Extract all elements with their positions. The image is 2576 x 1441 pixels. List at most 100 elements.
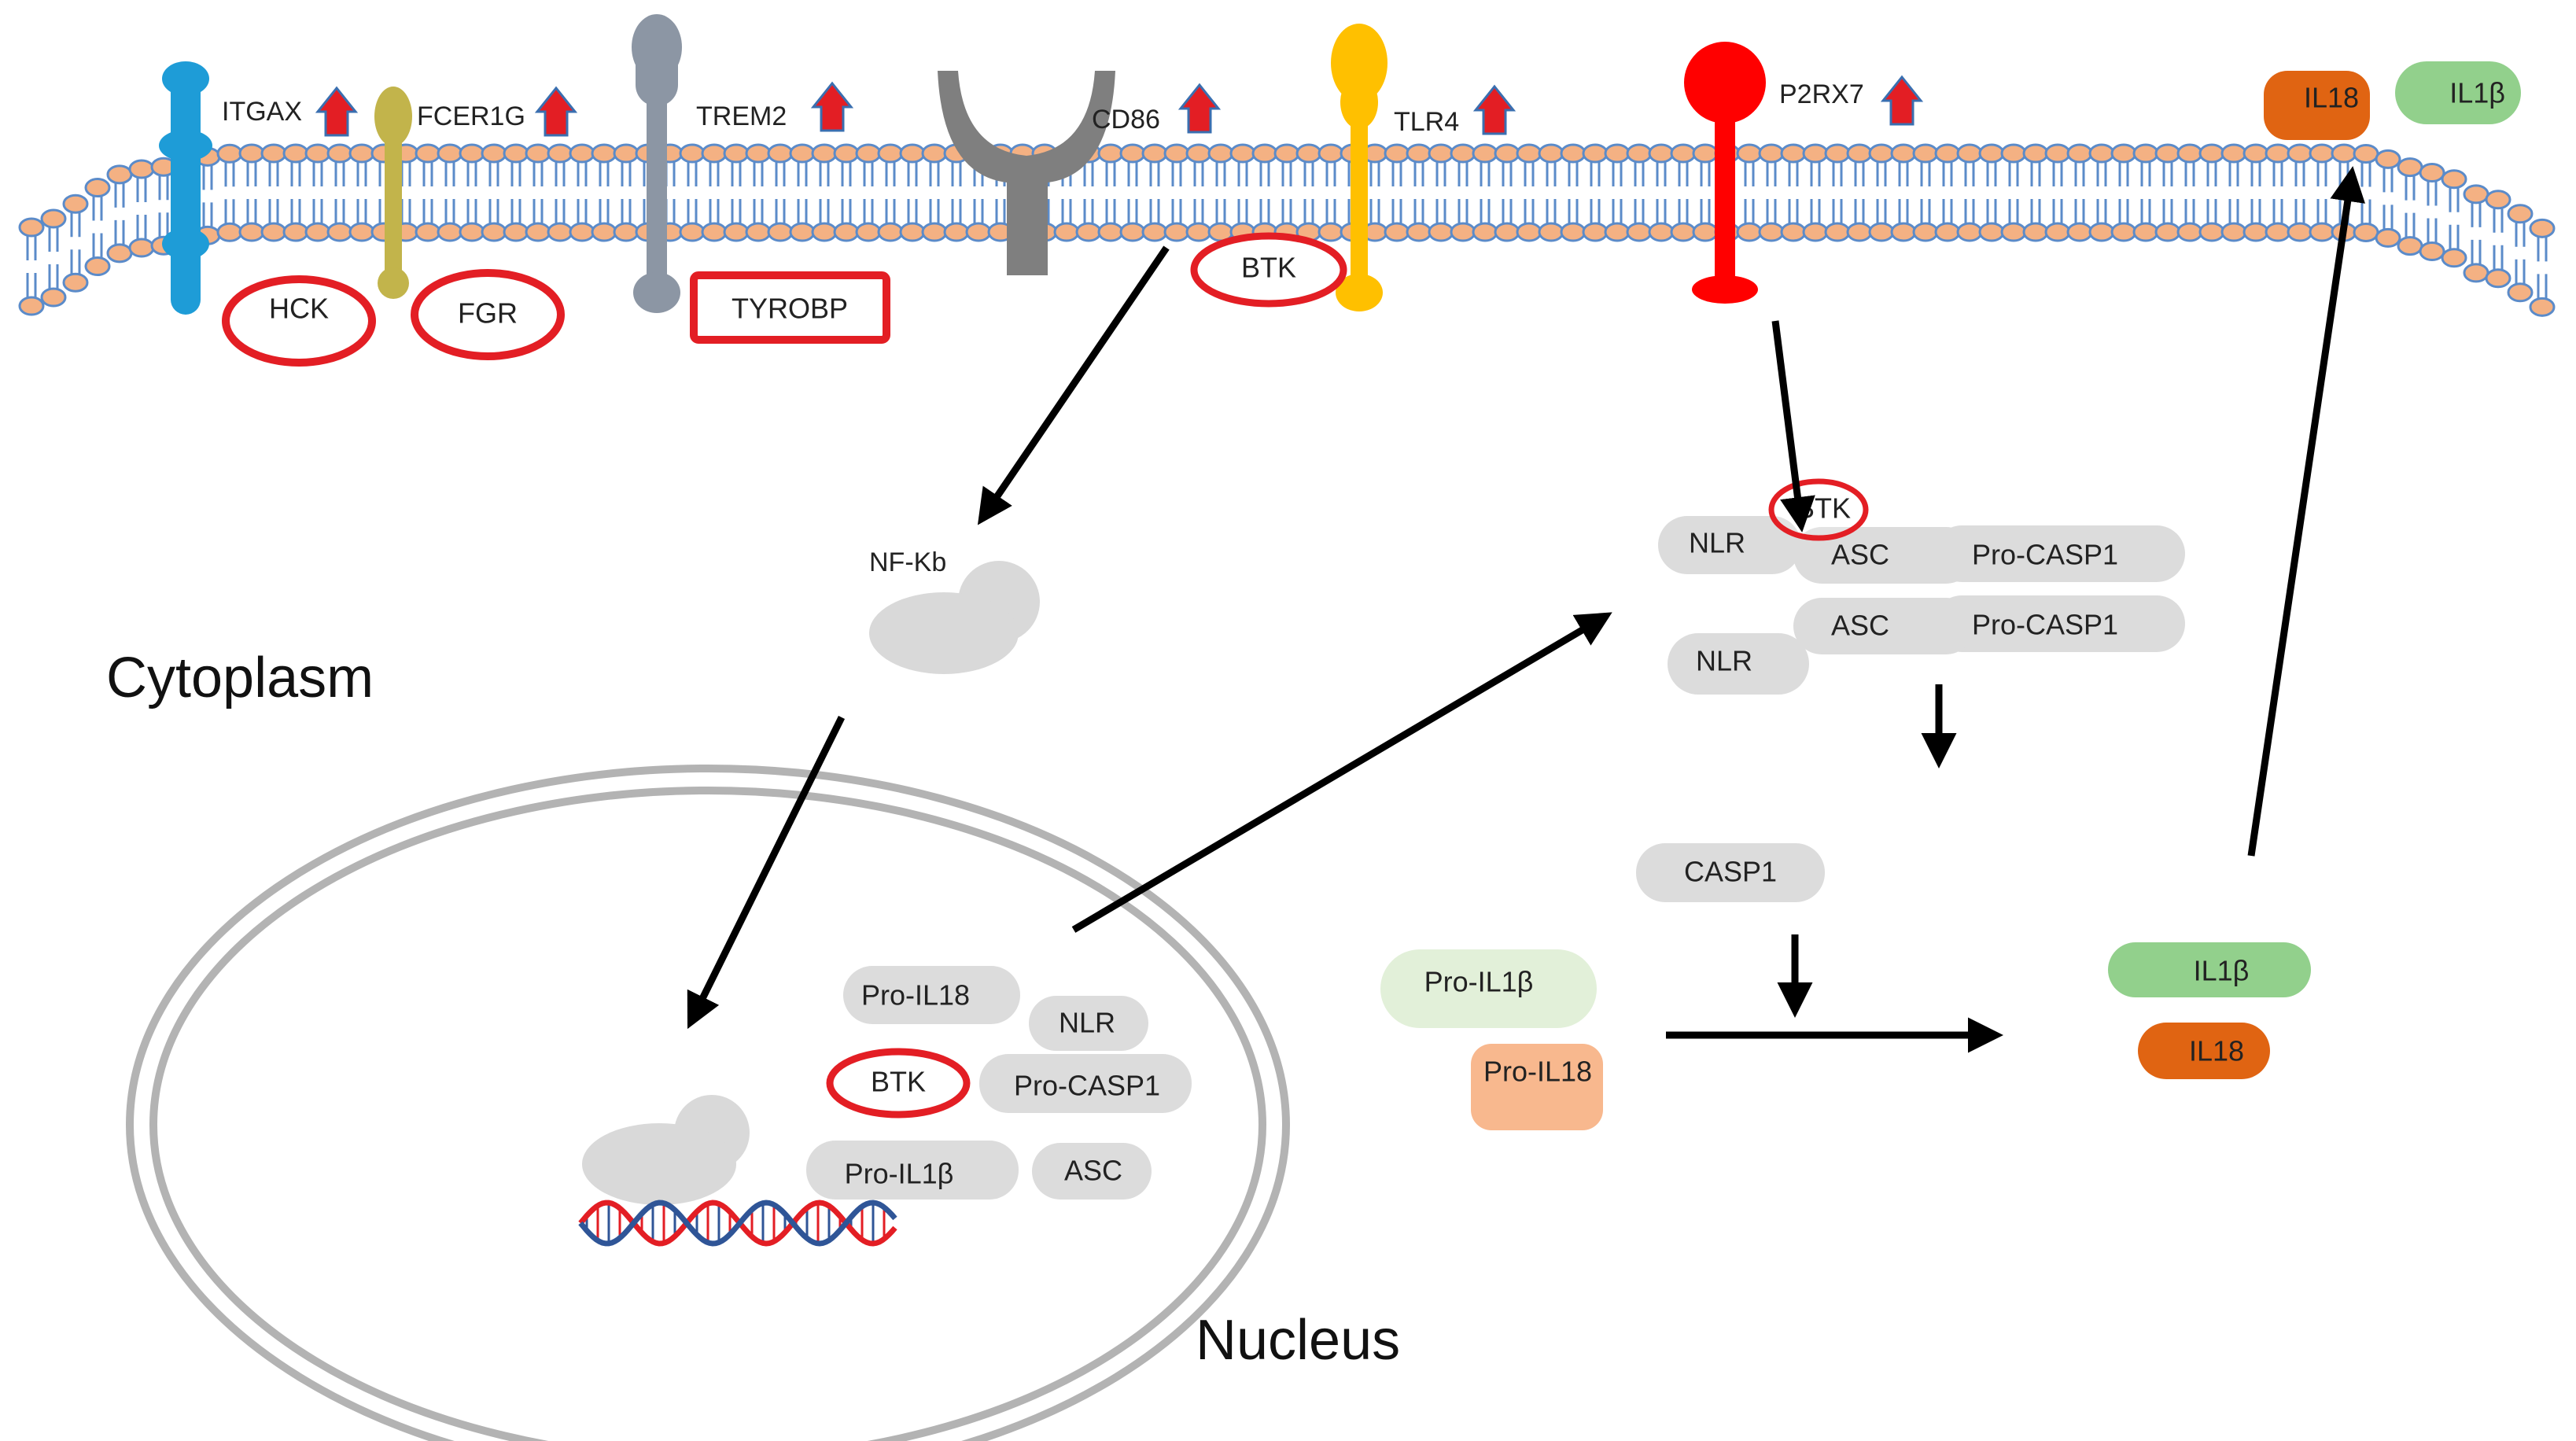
lipid-head [1890, 222, 1917, 242]
lipid-head [2000, 143, 2027, 164]
lipid-head [723, 222, 750, 242]
lipid-head [1868, 143, 1895, 164]
lipid-head [128, 159, 155, 179]
svg-text:ASC: ASC [1831, 539, 1889, 571]
svg-text:NLR: NLR [1696, 645, 1752, 677]
lipid-head [2132, 222, 2159, 242]
lipid-tails [1524, 160, 1535, 226]
lipid-tails [951, 160, 962, 226]
lipid-tails [1612, 160, 1623, 226]
lipid-head [569, 143, 595, 164]
lipid-head [1251, 143, 1278, 164]
lipid-tails [290, 160, 301, 226]
lipid-tails [863, 160, 874, 226]
lipid-head [2265, 143, 2291, 164]
itgax-up-arrow-icon [316, 87, 357, 137]
svg-text:FGR: FGR [458, 297, 518, 330]
lipid-tails [2118, 160, 2129, 226]
lipid-head [2088, 143, 2115, 164]
lipid-head [459, 222, 485, 242]
lipid-head [811, 143, 838, 164]
svg-text:IL1β: IL1β [2449, 77, 2505, 109]
hck-protein: HCK [222, 275, 376, 367]
lipid-tails [92, 193, 103, 260]
lipid-tails [2360, 160, 2371, 227]
cytoplasm-label: Cytoplasm [106, 647, 374, 709]
lipid-head [2176, 143, 2203, 164]
lipid-head [943, 222, 970, 242]
lipid-head [1604, 143, 1631, 164]
inflammasome-upper: Pro-CASP1 ASC NLR BTK [1658, 478, 2185, 584]
lipid-head [2066, 143, 2093, 164]
lipid-tails [2383, 165, 2394, 232]
pro-il1b-protein: Pro-IL1β [1380, 949, 1597, 1028]
lipid-head [18, 217, 45, 238]
lipid-head [1317, 222, 1344, 242]
lipid-head [282, 222, 309, 242]
lipid-head [1384, 222, 1410, 242]
lipid-head [1626, 143, 1653, 164]
lipid-head [216, 143, 243, 164]
lipid-head [569, 222, 595, 242]
lipid-head [921, 143, 948, 164]
lipid-head [613, 222, 639, 242]
lipid-head [833, 143, 860, 164]
lipid-head [1141, 143, 1168, 164]
lipid-tails [2405, 173, 2416, 240]
svg-text:Pro-CASP1: Pro-CASP1 [1972, 539, 2118, 571]
svg-text:Pro-CASP1: Pro-CASP1 [1014, 1070, 1160, 1102]
lipid-tails [621, 160, 632, 226]
lipid-tails [246, 160, 257, 226]
lipid-head [1075, 222, 1102, 242]
lipid-tails [2250, 160, 2261, 226]
lipid-tails [1920, 160, 1931, 226]
lipid-head [745, 143, 772, 164]
lipid-head [1824, 222, 1851, 242]
lipid-head [1494, 222, 1520, 242]
lipid-head [1956, 222, 1983, 242]
lipid-head [1273, 143, 1300, 164]
nucleus-pro-il18: Pro-IL18 [843, 966, 1020, 1024]
lipid-head [2088, 222, 2115, 242]
lipid-head [1428, 143, 1454, 164]
lipid-head [481, 143, 507, 164]
lipid-head [965, 222, 992, 242]
lipid-head [2176, 222, 2203, 242]
lipid-head [348, 143, 375, 164]
lipid-head [62, 193, 89, 214]
lipid-tails [48, 224, 59, 291]
lipid-head [62, 272, 89, 293]
lipid-head [1450, 222, 1476, 242]
lipid-head [415, 222, 441, 242]
tlr4-up-arrow-icon [1474, 85, 1515, 135]
lipid-head [1119, 222, 1146, 242]
lipid-head [1097, 143, 1124, 164]
svg-text:Pro-IL1β: Pro-IL1β [1424, 966, 1534, 998]
lipid-tails [1656, 160, 1667, 226]
lipid-head [921, 222, 948, 242]
lipid-head [2242, 222, 2269, 242]
lipid-head [2529, 297, 2556, 317]
lipid-head [2110, 143, 2137, 164]
p2rx7-label: P2RX7 [1779, 79, 1864, 109]
lipid-head [1780, 222, 1807, 242]
lipid-head [40, 287, 67, 308]
lipid-head [877, 222, 904, 242]
lipid-head [1692, 143, 1719, 164]
fcer1g-receptor [374, 87, 412, 299]
lipid-head [723, 143, 750, 164]
itgax-label: ITGAX [222, 97, 302, 127]
lipid-head [2066, 222, 2093, 242]
lipid-tails [136, 175, 147, 241]
lipid-head [1934, 143, 1961, 164]
svg-text:BTK: BTK [871, 1066, 926, 1098]
lipid-head [2154, 143, 2181, 164]
svg-text:ASC: ASC [1831, 610, 1889, 642]
lipid-tails [400, 160, 411, 226]
trem2-up-arrow-icon [812, 82, 853, 132]
lipid-head [1912, 143, 1939, 164]
lipid-head [1802, 222, 1829, 242]
lipid-head [1890, 143, 1917, 164]
lipid-tails [1303, 160, 1314, 226]
